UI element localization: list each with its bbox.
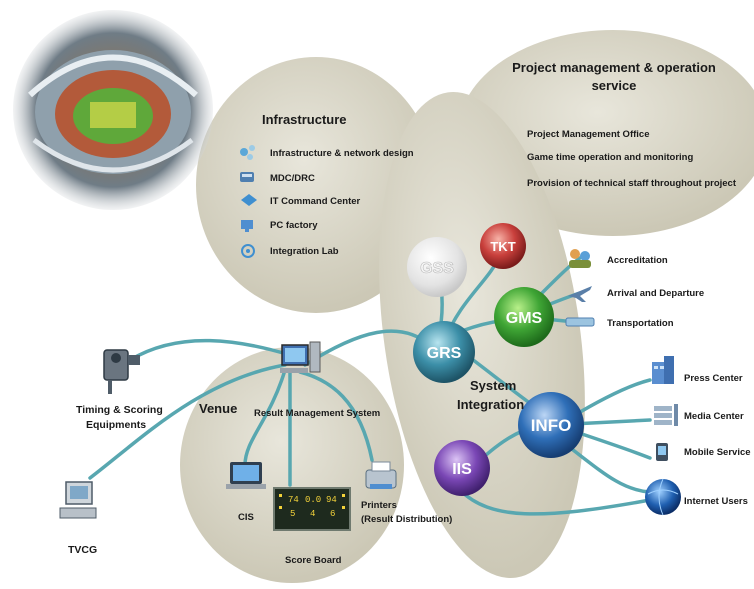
server-icon [240,172,254,182]
timing-camera-icon [103,349,140,394]
globe-icon [645,478,681,516]
project-item: Project Management Office [527,129,649,140]
bus-icon [565,317,595,327]
output-mobile-service: Mobile Service [684,447,751,458]
gms-service-transportation: Transportation [607,318,674,329]
iis-label: IIS [452,461,472,478]
integration-ellipse [379,92,585,578]
mobile-icon [656,443,668,461]
scoreboard-value: 6 [330,509,335,519]
media-center-icon [654,404,678,426]
grs-orb[interactable]: GRS [413,321,475,383]
grs-label: GRS [427,345,462,362]
gss-orb[interactable]: GSS [407,237,467,297]
score-board-label: Score Board [285,555,342,566]
infrastructure-item: IT Command Center [270,196,361,207]
cis-label: CIS [238,512,254,523]
network-icon [240,145,255,160]
gms-service-accreditation: Accreditation [607,255,668,266]
project-title-line2: service [592,78,637,93]
scoreboard-value: 5 [290,509,295,519]
infrastructure-item: MDC/DRC [270,173,315,184]
scoreboard-value: 74 [288,495,299,505]
pc-icon [241,220,253,232]
timing-label-line2: Equipments [86,419,146,431]
gms-orb[interactable]: GMS [494,287,554,347]
infrastructure-ellipse [196,57,436,313]
info-orb[interactable]: INFO [518,392,584,458]
lab-icon [241,244,255,258]
infrastructure-item: Integration Lab [270,246,339,257]
tvcg-label: TVCG [68,544,97,556]
score-board: 74 0.0 94 5 4 6 [273,487,351,531]
rms-computer-icon [280,341,321,373]
tkt-orb[interactable]: TKT [480,223,526,269]
tvcg-computer-icon [59,481,97,519]
system-integration-label-line1: System [470,378,516,393]
timing-label-line1: Timing & Scoring [76,404,163,416]
output-internet-users: Internet Users [684,496,748,507]
project-item: Provision of technical staff throughout … [527,178,737,189]
system-integration-label-line2: Integration [457,397,524,412]
project-item: Game time operation and monitoring [527,152,693,163]
command-center-icon [241,194,257,206]
scoreboard-value: 4 [310,509,315,519]
gss-label: GSS [420,260,454,277]
venue-title: Venue [199,401,237,416]
output-media-center: Media Center [684,411,744,422]
infrastructure-title: Infrastructure [262,112,347,127]
infrastructure-item: PC factory [270,220,318,231]
info-label: INFO [531,416,572,435]
stadium-image [13,10,213,210]
printer-icon [365,461,397,489]
infrastructure-item: Infrastructure & network design [270,148,414,159]
tkt-label: TKT [490,239,515,254]
iis-orb[interactable]: IIS [434,440,490,496]
project-title-line1: Project management & operation [512,60,716,75]
cis-laptop-icon [226,462,266,489]
printers-label-line2: (Result Distribution) [361,514,452,525]
press-center-icon [652,356,674,384]
accreditation-icon [569,249,591,268]
gms-service-arrival: Arrival and Departure [607,288,704,299]
printers-label-line1: Printers [361,500,397,511]
output-press-center: Press Center [684,373,743,384]
scoreboard-value: 0.0 [305,495,321,505]
gms-label: GMS [506,310,543,327]
rms-label: Result Management System [254,408,380,419]
airplane-icon [568,286,592,302]
scoreboard-value: 94 [326,495,337,505]
venue-ellipse [180,347,404,583]
